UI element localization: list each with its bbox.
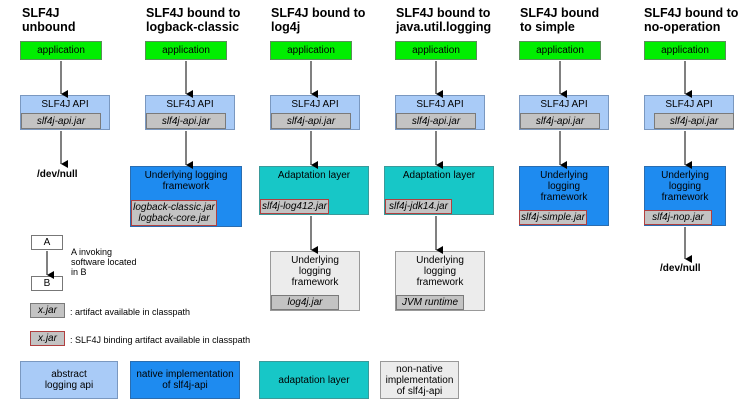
- native-framework-label: Underlying logging framework: [540, 170, 588, 203]
- column-title-nop: SLF4J bound to no-operation: [644, 6, 739, 34]
- slf4j-api-jar: slf4j-api.jar: [654, 113, 734, 129]
- slf4j-api-jar: slf4j-api.jar: [520, 113, 600, 129]
- legend-abstract: abstract logging api: [20, 361, 118, 399]
- slf4j-api-label: SLF4J API: [166, 99, 214, 110]
- nonnative-framework-label: Underlying logging framework: [291, 255, 339, 288]
- application-box: application: [519, 41, 601, 60]
- application-box: application: [145, 41, 227, 60]
- column-title-jul: SLF4J bound to java.util.logging: [396, 6, 492, 34]
- application-box: application: [20, 41, 102, 60]
- slf4j-api-label: SLF4J API: [540, 99, 588, 110]
- logback-jars: logback-classic.jar logback-core.jar: [131, 200, 217, 226]
- key-jar-sample: x.jar: [30, 303, 65, 318]
- legend-native: native implementation of slf4j-api: [130, 361, 240, 399]
- application-box: application: [395, 41, 477, 60]
- application-box: application: [644, 41, 726, 60]
- slf4j-simple-jar: slf4j-simple.jar: [519, 210, 587, 225]
- legend-nonnative: non-native implementation of slf4j-api: [380, 361, 459, 399]
- native-framework-label: Underlying logging framework: [661, 170, 709, 203]
- slf4j-nop-jar: slf4j-nop.jar: [644, 210, 712, 225]
- adaptation-layer-label: Adaptation layer: [402, 170, 476, 181]
- logback-core-jar: logback-core.jar: [138, 213, 210, 224]
- dev-null-label: /dev/null: [660, 263, 701, 274]
- slf4j-jdk14-jar: slf4j-jdk14.jar: [385, 199, 452, 214]
- jvm-runtime-jar: JVM runtime: [396, 295, 464, 310]
- slf4j-api-jar: slf4j-api.jar: [21, 113, 101, 129]
- slf4j-api-label: SLF4J API: [291, 99, 339, 110]
- adaptation-layer-label: Adaptation layer: [277, 170, 351, 181]
- adaptation-layer-box: Adaptation layer: [384, 166, 494, 215]
- key-jar-note: : artifact available in classpath: [70, 307, 191, 317]
- column-title-simple: SLF4J bound to simple: [520, 6, 600, 34]
- column-title-unbound: SLF4J unbound: [22, 6, 76, 34]
- dev-null-label: /dev/null: [37, 169, 78, 180]
- application-box: application: [270, 41, 352, 60]
- key-binding-note: : SLF4J binding artifact available in cl…: [70, 335, 251, 345]
- key-box-a: A: [31, 235, 63, 250]
- slf4j-api-label: SLF4J API: [665, 99, 713, 110]
- nonnative-framework-label: Underlying logging framework: [416, 255, 464, 288]
- logback-classic-jar: logback-classic.jar: [133, 202, 215, 213]
- slf4j-api-jar: slf4j-api.jar: [146, 113, 226, 129]
- native-framework-label: Underlying logging framework: [144, 170, 228, 192]
- slf4j-log412-jar: slf4j-log412.jar: [260, 199, 329, 214]
- slf4j-api-label: SLF4J API: [416, 99, 464, 110]
- key-invoking-note: A invoking software located in B: [71, 247, 137, 277]
- legend-adaptation: adaptation layer: [259, 361, 369, 399]
- column-title-log4j: SLF4J bound to log4j: [271, 6, 366, 34]
- log4j-jar: log4j.jar: [271, 295, 339, 310]
- key-binding-sample: x.jar: [30, 331, 65, 346]
- slf4j-api-jar: slf4j-api.jar: [396, 113, 476, 129]
- column-title-logback: SLF4J bound to logback-classic: [146, 6, 241, 34]
- slf4j-api-label: SLF4J API: [41, 99, 89, 110]
- slf4j-api-jar: slf4j-api.jar: [271, 113, 351, 129]
